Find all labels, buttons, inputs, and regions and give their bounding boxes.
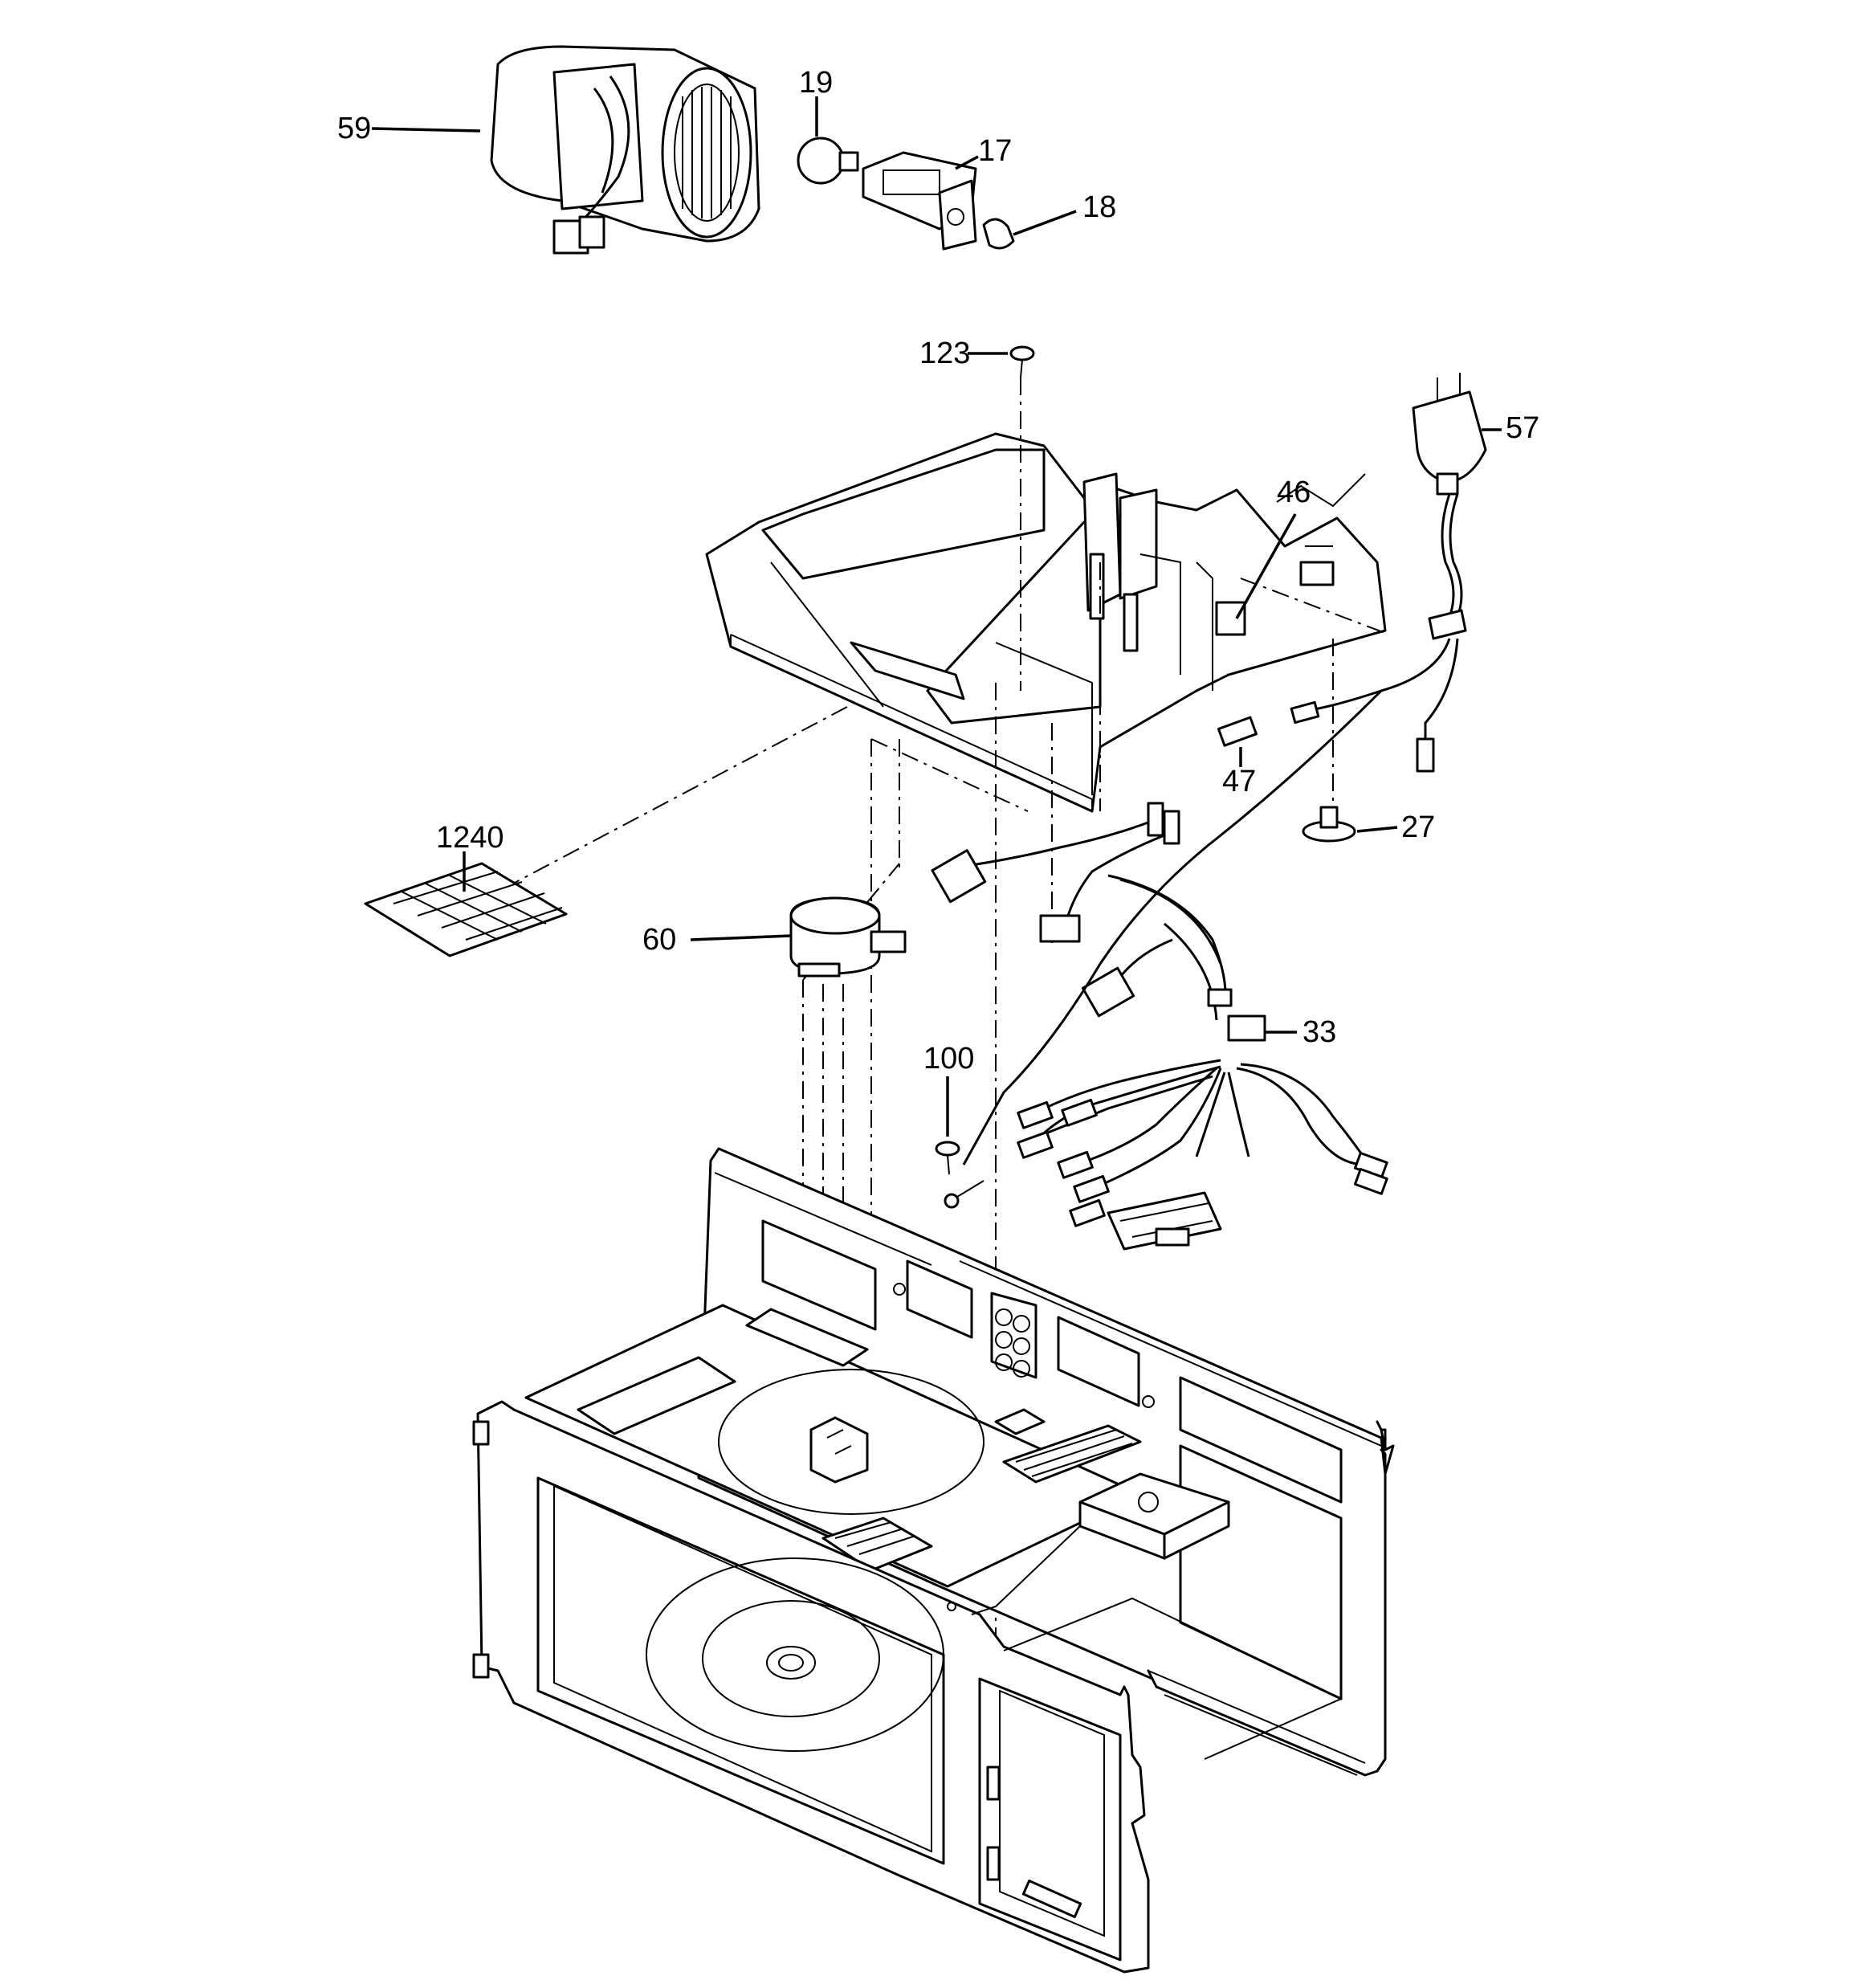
callout-100: 100 — [923, 1042, 974, 1076]
part-19-lamp-bulb — [797, 96, 859, 185]
part-27-thermostat — [1302, 806, 1398, 843]
part-33-wire-harness — [931, 689, 1388, 1251]
callout-27: 27 — [1401, 810, 1435, 844]
callout-19: 19 — [799, 66, 833, 100]
part-57-power-cord — [1290, 373, 1502, 773]
callout-60: 60 — [642, 923, 676, 957]
part-17-lamp-socket — [862, 151, 979, 251]
part-59-blower-motor — [490, 45, 760, 255]
part-100-screw — [935, 1076, 984, 1209]
part-1240-filter — [364, 851, 568, 957]
part-47-fuse — [1217, 716, 1258, 767]
part-18-clip — [982, 210, 1077, 250]
callout-123: 123 — [919, 337, 970, 370]
callout-33: 33 — [1302, 1015, 1336, 1049]
callout-18: 18 — [1082, 190, 1116, 224]
callout-46: 46 — [1277, 476, 1311, 509]
leader-59 — [371, 127, 481, 133]
oven-cavity — [472, 1147, 1395, 1974]
upper-housing — [705, 432, 1387, 813]
part-60-turntable-motor — [690, 896, 907, 978]
callout-17: 17 — [978, 134, 1012, 168]
callout-59: 59 — [337, 112, 371, 145]
callout-47: 47 — [1222, 765, 1256, 798]
callout-1240: 1240 — [436, 821, 504, 855]
leader-46 — [1235, 513, 1297, 619]
callout-57: 57 — [1506, 411, 1539, 445]
part-123-screw — [968, 345, 1035, 378]
